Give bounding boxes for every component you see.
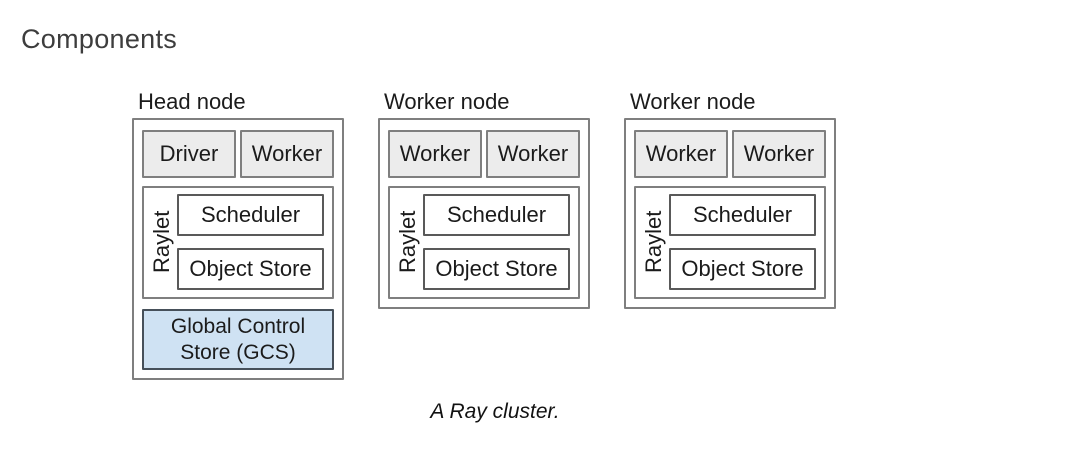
driver-box: Driver	[142, 130, 236, 178]
worker-box: Worker	[388, 130, 482, 178]
raylet-children: Scheduler Object Store	[177, 194, 324, 290]
worker-node-group-2: Worker node Worker Worker Raylet Schedul…	[624, 91, 836, 309]
raylet-label: Raylet	[395, 210, 420, 274]
raylet-children: Scheduler Object Store	[669, 194, 816, 290]
worker-box: Worker	[732, 130, 826, 178]
object-store-box: Object Store	[177, 248, 324, 290]
scheduler-box: Scheduler	[423, 194, 570, 236]
raylet-label: Raylet	[149, 210, 174, 274]
head-node-label: Head node	[138, 89, 246, 114]
page-title: Components	[21, 24, 178, 54]
worker-node-box: Worker Worker Raylet Scheduler Object St…	[378, 118, 590, 309]
scheduler-box: Scheduler	[177, 194, 324, 236]
process-row: Driver Worker	[142, 130, 334, 178]
slide: Components Head node Driver Worker Rayle…	[0, 24, 1080, 424]
worker-node-box: Worker Worker Raylet Scheduler Object St…	[624, 118, 836, 309]
head-node-group: Head node Driver Worker Raylet Scheduler…	[132, 91, 344, 380]
caption: A Ray cluster.	[430, 400, 560, 423]
gcs-label: Global Control Store (GCS)	[170, 314, 306, 364]
object-store-box: Object Store	[423, 248, 570, 290]
worker-box: Worker	[634, 130, 728, 178]
nodes-row: Head node Driver Worker Raylet Scheduler…	[132, 91, 836, 380]
raylet-box: Raylet Scheduler Object Store	[142, 186, 334, 299]
gcs-box: Global Control Store (GCS)	[142, 309, 334, 370]
raylet-box: Raylet Scheduler Object Store	[388, 186, 580, 299]
raylet-children: Scheduler Object Store	[423, 194, 570, 290]
worker-node-label: Worker node	[384, 89, 510, 114]
worker-box: Worker	[486, 130, 580, 178]
worker-node-group-1: Worker node Worker Worker Raylet Schedul…	[378, 91, 590, 309]
process-row: Worker Worker	[388, 130, 580, 178]
worker-node-label: Worker node	[630, 89, 756, 114]
worker-box: Worker	[240, 130, 334, 178]
process-row: Worker Worker	[634, 130, 826, 178]
object-store-box: Object Store	[669, 248, 816, 290]
head-node-box: Driver Worker Raylet Scheduler Object St…	[132, 118, 344, 380]
raylet-label: Raylet	[641, 210, 666, 274]
scheduler-box: Scheduler	[669, 194, 816, 236]
raylet-box: Raylet Scheduler Object Store	[634, 186, 826, 299]
ray-cluster-diagram: Head node Driver Worker Raylet Scheduler…	[132, 91, 836, 424]
